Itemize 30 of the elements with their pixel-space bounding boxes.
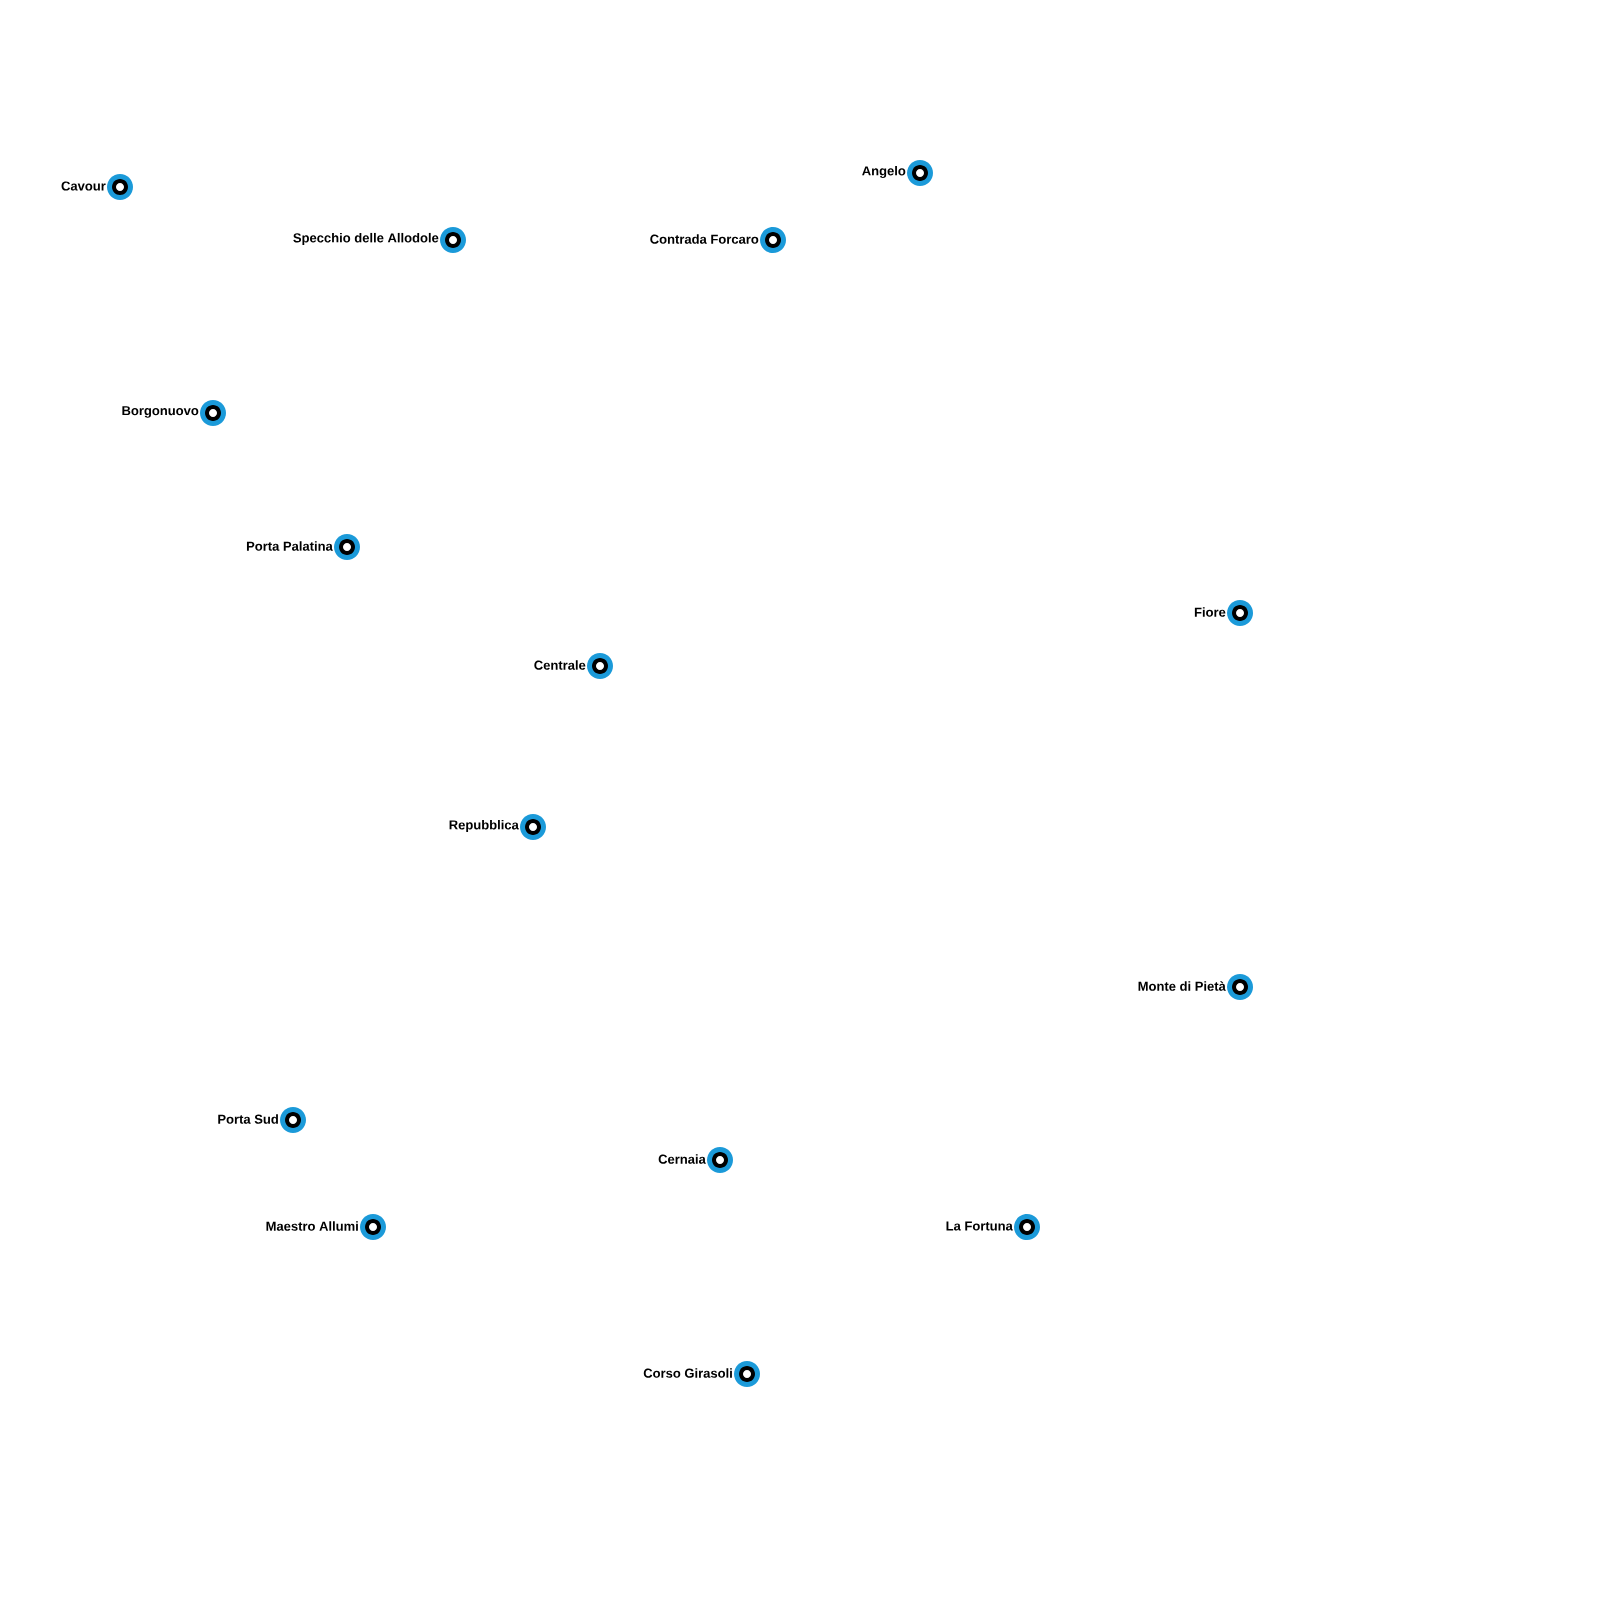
station-label: Angelo [862, 165, 906, 179]
station-marker [1014, 1214, 1040, 1240]
station-label: Corso Girasoli [643, 1368, 732, 1378]
station-label: Borgonuovo [122, 406, 199, 418]
station-marker [1227, 974, 1253, 1000]
station-marker [907, 160, 933, 186]
station-label: Repubblica [449, 819, 519, 833]
station-label: Monte di Pietà [1138, 981, 1226, 991]
station-marker [707, 1147, 733, 1173]
station-marker [1227, 600, 1253, 626]
station-label: Cavour [61, 181, 106, 191]
station-label: Fiore [1194, 607, 1226, 617]
station-label: Contrada Forcaro [650, 234, 759, 244]
station-label: Porta Sud [218, 1114, 278, 1124]
station-marker [440, 227, 466, 253]
station-marker [734, 1361, 760, 1387]
station-marker [760, 227, 786, 253]
station-label: Specchio delle Allodole [293, 232, 439, 246]
station-label: La Fortuna [946, 1221, 1013, 1231]
station-marker [107, 174, 133, 200]
station-marker [280, 1107, 306, 1133]
station-marker [520, 814, 546, 840]
station-marker [200, 400, 226, 426]
station-marker [360, 1214, 386, 1240]
station-label: Porta Palatina [246, 541, 333, 551]
station-label: Maestro Allumi [266, 1221, 358, 1231]
station-marker [587, 653, 613, 679]
station-label: Centrale [534, 660, 586, 670]
station-label: Cernaia [658, 1154, 706, 1164]
station-marker [334, 534, 360, 560]
